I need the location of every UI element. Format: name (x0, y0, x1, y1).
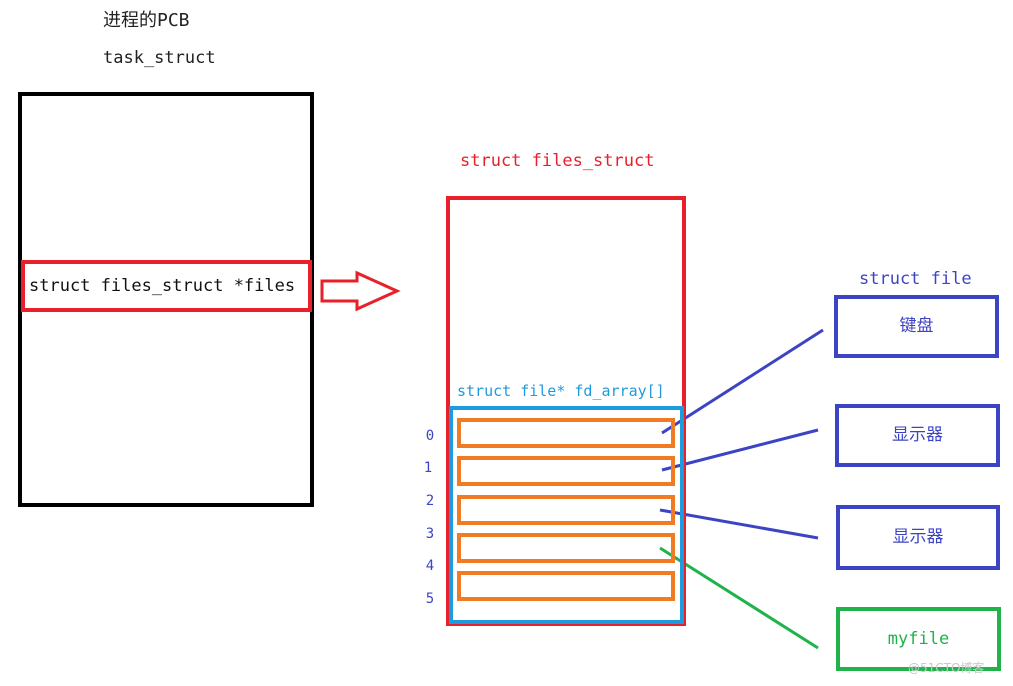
fd0-link (661, 328, 824, 435)
fd-index-4: 4 (425, 558, 435, 574)
fd-slot-3 (457, 533, 675, 563)
file-display-2: 显示器 (836, 505, 1000, 570)
fd-index-3: 3 (425, 526, 435, 542)
file-myfile-label: myfile (887, 628, 950, 649)
fd-index-0: 0 (425, 428, 435, 444)
file-myfile: myfile (836, 607, 1001, 671)
fd-slot-4 (457, 571, 675, 601)
pcb-subtitle: task_struct (103, 48, 216, 68)
files-struct-box (446, 196, 686, 626)
files-pointer-field: struct files_struct *files (21, 260, 312, 312)
fd1-link (661, 428, 819, 472)
struct-file-title: struct file (859, 269, 972, 289)
pcb-title: 进程的PCB (103, 10, 190, 31)
file-display-1: 显示器 (835, 404, 1000, 467)
file-keyboard: 键盘 (834, 295, 999, 358)
fd-index-2: 2 (425, 493, 435, 509)
fd-array-label: struct file* fd_array[] (457, 382, 665, 400)
file-display-1-label: 显示器 (892, 425, 943, 445)
pcb-to-files-arrow (320, 270, 401, 312)
watermark: @51CTO博客 (908, 661, 985, 675)
fd-slot-0 (457, 418, 675, 448)
task-struct-box (18, 92, 314, 507)
fd-array-box (449, 406, 684, 624)
fd-slot-2 (457, 495, 675, 525)
fd3-link (659, 546, 819, 650)
fd-index-5: 5 (425, 591, 435, 607)
files-struct-title: struct files_struct (460, 151, 655, 171)
fd-slot-1 (457, 456, 675, 486)
fd-index-1: 1 (423, 460, 433, 476)
file-display-2-label: 显示器 (892, 527, 944, 547)
file-keyboard-label: 键盘 (899, 316, 934, 336)
fd2-link (659, 508, 819, 540)
